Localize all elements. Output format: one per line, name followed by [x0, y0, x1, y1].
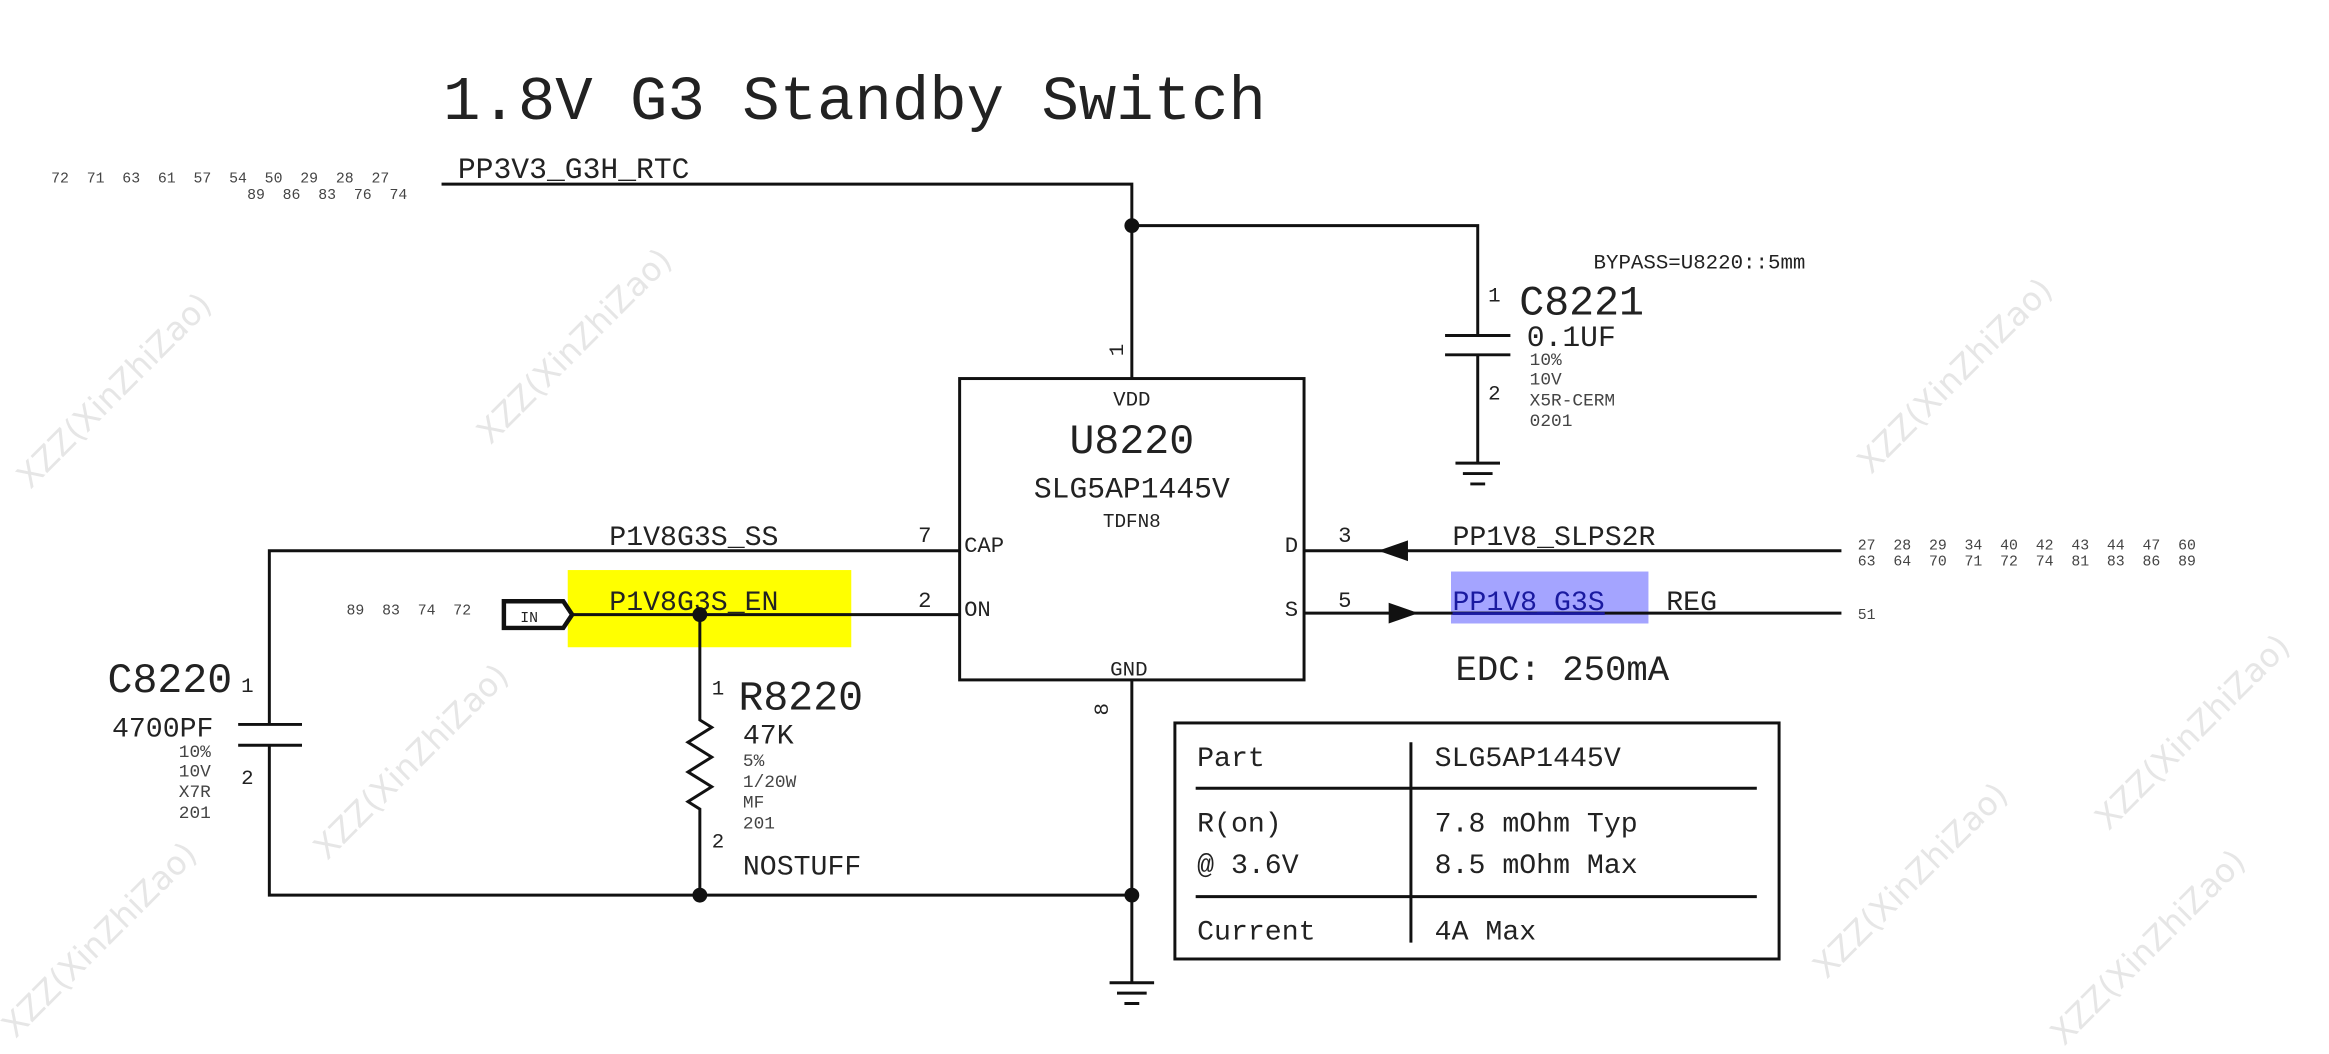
r8220-pin1: 1: [712, 679, 724, 702]
c8220-size: 201: [179, 804, 211, 824]
watermark: XZZ(XinZhiZao): [1850, 271, 2060, 481]
highlight-en: [567, 570, 852, 648]
watermark: XZZ(XinZhiZao): [0, 835, 204, 1045]
c8221-tol: 10%: [1530, 351, 1562, 371]
r8220-type: MF: [743, 794, 764, 814]
c8221-pin1: 1: [1488, 285, 1500, 308]
watermark: XZZ(XinZhiZao): [2043, 842, 2253, 1052]
rtc-refs-row2: 89 86 83 76 74: [247, 188, 407, 204]
ground-icon: [1455, 461, 1500, 486]
c8220-ref: C8220: [108, 658, 233, 705]
slps2r-refs-row1: 27 28 29 34 40 42 43 44 47 60: [1858, 538, 2196, 554]
r8220-size: 201: [743, 814, 775, 834]
c8220-pin2: 2: [241, 768, 253, 791]
r8220-value: 47K: [743, 722, 794, 753]
c8220-pin1: 1: [241, 676, 253, 699]
rtc-refs-row1: 72 71 63 61 57 54 50 29 28 27: [51, 172, 389, 188]
g3s-refs: 51: [1858, 608, 1876, 624]
c8221-pin2: 2: [1488, 383, 1500, 406]
pin-s: S: [1285, 597, 1298, 623]
c8221-ref: C8221: [1519, 281, 1644, 328]
wire-en: [572, 613, 960, 896]
c8221-voltage: 10V: [1530, 370, 1562, 390]
u8220-package: TDFN8: [1103, 511, 1161, 533]
table-ron-max: 8.5 mOhm Max: [1435, 851, 1638, 882]
spec-table: Part SLG5AP1445V R(on) @ 3.6V 7.8 mOhm T…: [1173, 721, 1781, 961]
c8220-dielectric: X7R: [179, 783, 211, 803]
pin-gnd: GND: [1110, 659, 1147, 682]
u8220-ref: U8220: [1070, 419, 1195, 466]
in-flag-label: IN: [520, 611, 538, 627]
table-header-label: Part: [1197, 744, 1265, 775]
c8220-voltage: 10V: [179, 762, 211, 782]
wire-rtc: [441, 182, 1480, 464]
ground-icon: [1109, 981, 1155, 1006]
junction: [692, 887, 708, 903]
page-title: 1.8V G3 Standby Switch: [443, 67, 1266, 138]
r8220-pin2: 2: [712, 832, 724, 855]
slps2r-refs-row2: 63 64 70 71 72 74 81 83 86 89: [1858, 555, 2196, 571]
watermark: XZZ(XinZhiZao): [9, 285, 219, 495]
watermark: XZZ(XinZhiZao): [306, 657, 516, 867]
c8221-value: 0.1UF: [1527, 321, 1616, 355]
pin-gnd-num: 8: [1092, 703, 1115, 715]
table-current-value: 4A Max: [1435, 918, 1536, 949]
table-ron-typ: 7.8 mOhm Typ: [1435, 809, 1638, 840]
table-header-value: SLG5AP1445V: [1435, 744, 1621, 775]
in-flag-icon: [501, 598, 575, 631]
arrow-left-icon: [1378, 540, 1408, 562]
c8221-dielectric: X5R-CERM: [1530, 391, 1615, 411]
highlight-g3s: [1451, 571, 1649, 624]
r8220-tol: 5%: [743, 752, 765, 772]
watermarks: XZZ(XinZhiZao) XZZ(XinZhiZao) XZZ(XinZhi…: [0, 241, 2298, 1052]
r8220-power: 1/20W: [743, 773, 797, 793]
net-g3s-suffix: REG: [1666, 588, 1717, 619]
junction: [692, 607, 708, 623]
c8220-value: 4700PF: [112, 714, 214, 745]
net-slps2r[interactable]: PP1V8_SLPS2R: [1452, 523, 1655, 554]
pin-vdd: VDD: [1113, 389, 1150, 412]
u8220-part: SLG5AP1445V: [1034, 472, 1230, 506]
net-g3s[interactable]: PP1V8_G3S: [1452, 588, 1604, 619]
en-refs: 89 83 74 72: [347, 604, 472, 620]
net-ss[interactable]: P1V8G3S_SS: [609, 523, 778, 554]
table-ron-label: R(on): [1197, 809, 1282, 840]
r8220-stuff: NOSTUFF: [743, 852, 861, 883]
watermark: XZZ(XinZhiZao): [1805, 775, 2015, 985]
arrow-right-icon: [1388, 602, 1419, 624]
c8221-note: BYPASS=U8220::5mm: [1594, 253, 1806, 276]
r8220-ref: R8220: [738, 676, 863, 723]
watermark: XZZ(XinZhiZao): [469, 241, 679, 451]
c8221-plates: [1445, 334, 1511, 357]
g3s-edc: EDC: 250mA: [1455, 650, 1669, 691]
pin-cap: CAP: [964, 533, 1004, 559]
junction: [1124, 218, 1140, 234]
pin-s-num: 5: [1338, 588, 1351, 614]
pin-on: ON: [964, 597, 991, 623]
net-rtc[interactable]: PP3V3_G3H_RTC: [458, 153, 690, 187]
pin-cap-num: 7: [918, 523, 931, 549]
pin-vdd-num: 1: [1107, 344, 1130, 356]
c8221-size: 0201: [1530, 412, 1573, 432]
wire-ss: [267, 549, 1132, 897]
c8220-tol: 10%: [179, 743, 211, 763]
pin-on-num: 2: [918, 588, 931, 614]
pin-d-num: 3: [1338, 523, 1351, 549]
table-ron-condition: @ 3.6V: [1197, 851, 1299, 882]
c8220-plates: [238, 722, 303, 747]
table-current-label: Current: [1197, 918, 1315, 949]
pin-d: D: [1285, 533, 1298, 559]
watermark: XZZ(XinZhiZao): [2087, 627, 2297, 837]
